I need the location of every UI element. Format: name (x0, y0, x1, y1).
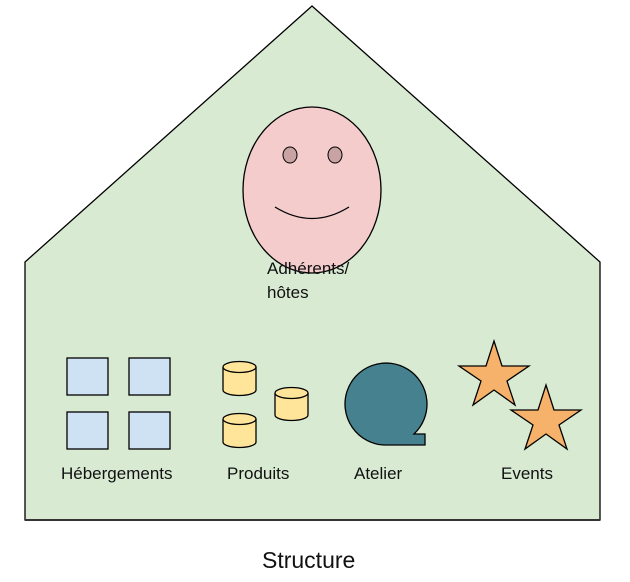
stars-icon (456, 338, 584, 451)
center-label-line1: Adhérents/ (267, 259, 349, 278)
cylinder-icon (222, 360, 257, 397)
star-icon (456, 338, 532, 407)
square-icon (66, 411, 109, 450)
square-icon (66, 357, 109, 396)
cylinder-icon (274, 386, 309, 422)
item-label-events: Events (501, 464, 553, 483)
item-label-hebergements: Hébergements (61, 464, 173, 483)
item-label-produits: Produits (227, 464, 289, 483)
squares-grid-icon (66, 357, 171, 450)
cylinders-icon (222, 360, 309, 449)
cylinder-icon (222, 412, 257, 449)
center-label-line2: hôtes (267, 283, 309, 302)
left-eye-icon (282, 146, 298, 164)
smiley-face-icon (242, 106, 382, 274)
square-icon (128, 411, 171, 450)
diagram-title: Structure (262, 547, 355, 573)
star-icon (508, 382, 584, 451)
speech-bubble-icon (344, 362, 428, 446)
item-label-atelier: Atelier (354, 464, 403, 483)
right-eye-icon (327, 146, 343, 164)
smile-icon (274, 206, 350, 220)
square-icon (128, 357, 171, 396)
